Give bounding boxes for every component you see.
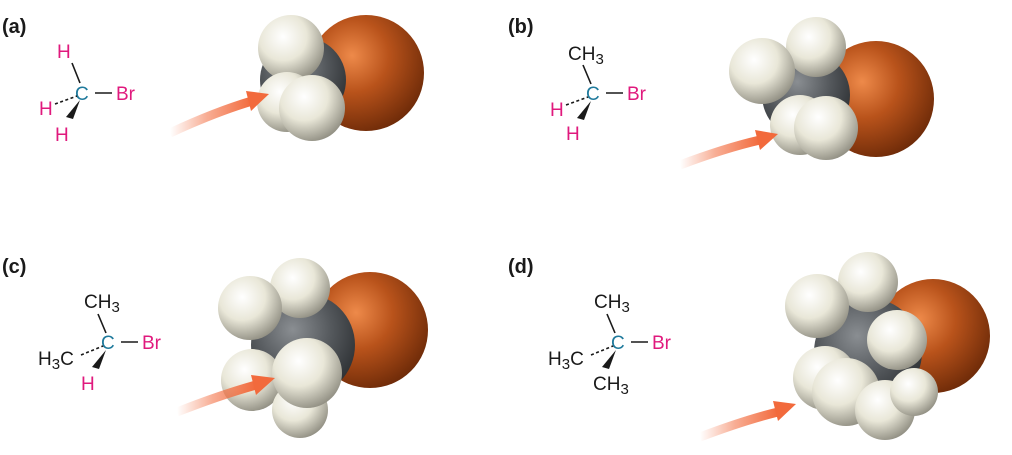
panel-a: (a) C Br H H H <box>2 15 424 146</box>
space-filling-model <box>785 252 990 440</box>
atom-left: H3C <box>548 349 584 373</box>
hydrogen-sphere <box>794 96 858 160</box>
hydrogen-sphere <box>221 349 283 411</box>
space-filling-model <box>218 258 428 438</box>
atom-top: CH3 <box>594 292 630 316</box>
hydrogen-sphere <box>729 38 795 104</box>
hydrogen-sphere <box>279 75 345 141</box>
arrow-head <box>755 130 778 150</box>
wedge-bond-to-bottom <box>602 350 616 369</box>
space-filling-model <box>257 15 424 141</box>
hydrogen-sphere <box>867 310 927 370</box>
hydrogen-sphere <box>785 274 849 338</box>
hashed-bond-to-left <box>54 95 78 105</box>
atom-top: CH3 <box>84 292 120 316</box>
bond-to-top <box>71 62 81 84</box>
panel-b: (b) C Br CH3 H H <box>508 16 934 170</box>
panel-c: (c) C Br CH3 H3C H <box>2 256 428 438</box>
hydrogen-sphere <box>838 252 898 312</box>
hashed-bond-to-left <box>565 96 589 106</box>
structural-formula: C Br CH3 H3C CH3 <box>548 292 672 398</box>
arrow-shaft <box>678 135 762 170</box>
panel-label: (a) <box>2 16 26 38</box>
arrow-head <box>246 91 269 111</box>
atom-left: H <box>550 100 564 121</box>
hydrogen-sphere <box>786 17 846 77</box>
arrow-shaft <box>175 380 258 417</box>
hydrogen-sphere <box>258 15 324 81</box>
structural-formula: C Br CH3 H H <box>550 44 647 145</box>
wedge-bond-to-bottom <box>66 100 80 119</box>
panel-label: (d) <box>508 256 534 278</box>
atom-bottom: H <box>566 124 580 145</box>
atom-center-carbon: C <box>586 84 600 105</box>
wedge-bond-to-bottom <box>577 101 591 120</box>
panel-d: (d) C Br CH3 H3C CH3 <box>508 252 990 442</box>
atom-bromine: Br <box>142 333 162 354</box>
atom-bromine: Br <box>652 333 672 354</box>
bond-to-top <box>97 313 107 334</box>
atom-top: H <box>57 42 71 63</box>
hydrogen-sphere <box>272 338 342 408</box>
hydrogen-sphere <box>890 368 938 416</box>
arrow-head <box>251 375 275 395</box>
arrow-shaft <box>698 407 780 442</box>
hydrogen-sphere <box>270 258 330 318</box>
hashed-bond-to-left <box>590 345 614 356</box>
atom-bottom: CH3 <box>593 374 629 398</box>
nucleophile-attack-arrow <box>168 91 269 138</box>
hashed-bond-to-left <box>80 345 104 356</box>
hydrogen-sphere <box>218 276 282 340</box>
panel-label: (c) <box>2 256 26 278</box>
wedge-bond-to-bottom <box>92 350 106 369</box>
atom-bottom: H <box>81 374 95 395</box>
atom-center-carbon: C <box>101 333 115 354</box>
atom-top: CH3 <box>568 44 604 68</box>
nucleophile-attack-arrow <box>678 130 778 170</box>
structural-formula: C Br H H H <box>39 42 136 146</box>
atom-center-carbon: C <box>611 333 625 354</box>
structural-formula: C Br CH3 H3C H <box>38 292 162 395</box>
atom-bromine: Br <box>627 84 647 105</box>
bond-to-top <box>582 64 592 85</box>
arrow-head <box>773 401 796 421</box>
atom-left: H <box>39 99 53 120</box>
arrow-shaft <box>168 96 254 138</box>
space-filling-model <box>729 17 934 160</box>
panel-label: (b) <box>508 16 534 38</box>
atom-center-carbon: C <box>75 84 89 105</box>
atom-bromine: Br <box>116 84 136 105</box>
atom-left: H3C <box>38 349 74 373</box>
nucleophile-attack-arrow <box>698 401 796 442</box>
atom-bottom: H <box>55 125 69 146</box>
nucleophile-attack-arrow <box>175 375 275 417</box>
bond-to-top <box>606 313 616 334</box>
